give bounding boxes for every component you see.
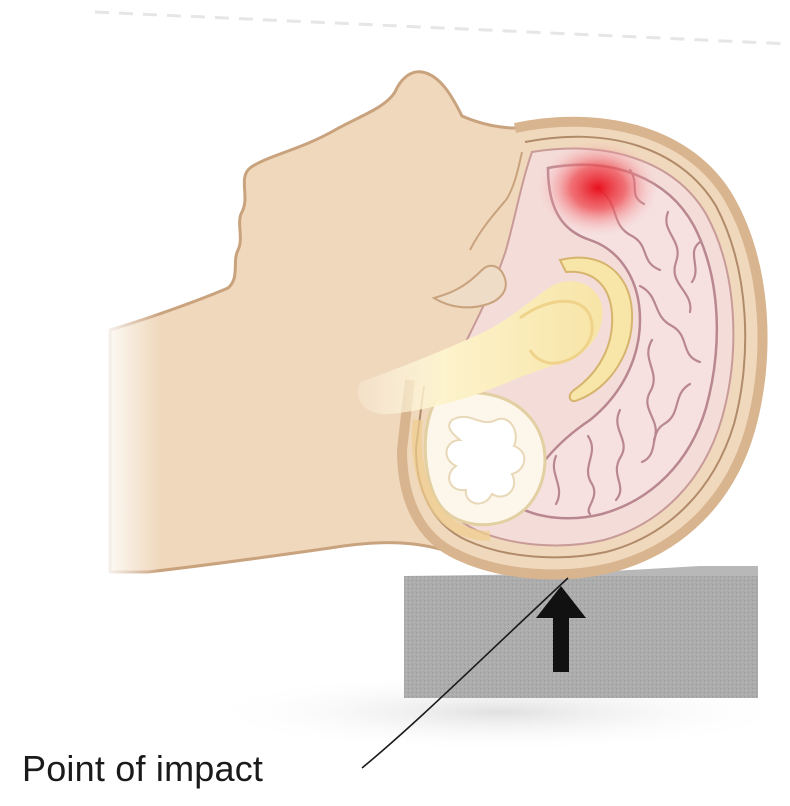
support-block [404, 566, 758, 698]
top-dashed-line [95, 12, 790, 44]
neck-fade [100, 300, 160, 580]
injury-site [538, 140, 658, 236]
impact-callout-label: Point of impact [22, 748, 263, 790]
